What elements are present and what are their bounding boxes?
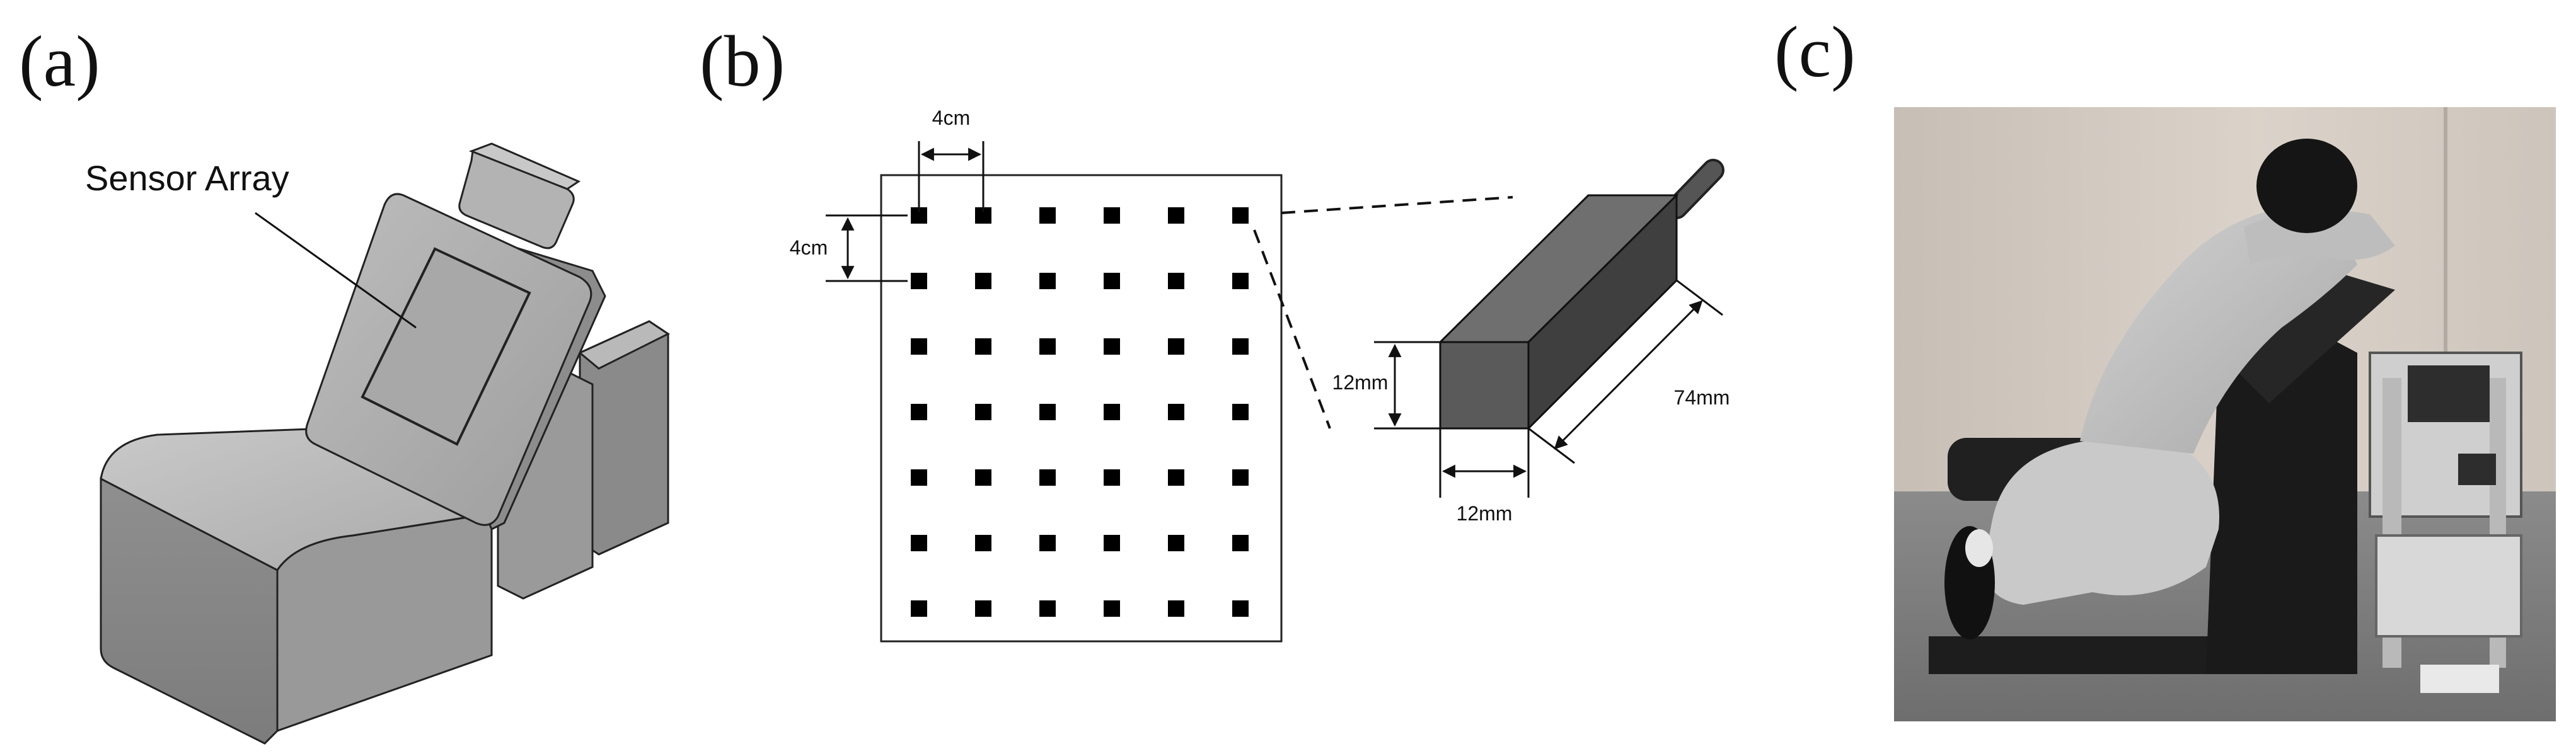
sensor-dot [1232,338,1249,355]
sensor-dot [1232,404,1249,420]
sensor-dot [1232,273,1249,289]
sensor-dot [911,600,927,617]
sensor-dot [1039,469,1056,486]
sensor-dot [1168,404,1184,420]
sensor-dot [911,469,927,486]
sensor-dot [1168,600,1184,617]
sensor-dot [1168,273,1184,289]
sensor-dot [1039,404,1056,420]
sensor-dot [1232,600,1249,617]
sensor-dot [1104,600,1120,617]
sensor-dot [975,404,991,420]
sensor-dot [1168,207,1184,224]
sensor-dot [1168,535,1184,551]
sensor-dot [911,338,927,355]
sensor-height-label: 12mm [1332,371,1389,394]
sensor-dot [1104,338,1120,355]
sensor-dot [975,469,991,486]
sensor-dot [1104,207,1120,224]
sensor-dot [1232,469,1249,486]
sensor-dot [1104,273,1120,289]
sensor-dot [975,273,991,289]
sensor-dot [1039,273,1056,289]
sensor-dot [975,338,991,355]
spacing-vertical-label: 4cm [790,236,828,259]
sensor-dot [1039,600,1056,617]
sensor-dot [1168,338,1184,355]
sensor-element-illustration [1438,159,1724,431]
sensor-dot [975,535,991,551]
sensor-dot [911,404,927,420]
panel-c-label: (c) [1774,12,1856,93]
spacing-horizontal-label: 4cm [932,106,970,129]
sensor-dot [911,535,927,551]
sensor-grid-diagram: 4cm 4cm 12mm 12mm [790,106,1730,643]
sensor-dot [1039,535,1056,551]
sensor-board [880,174,1283,643]
panel-b-label: (b) [700,21,785,102]
chair-model-illustration [100,142,670,745]
subject-photo [1894,107,2556,721]
sensor-dot [1104,469,1120,486]
sensor-array-label: Sensor Array [85,158,289,198]
sensor-dot [975,600,991,617]
sensor-dot [1232,207,1249,224]
sensor-dot [1232,535,1249,551]
sensor-dot [1104,535,1120,551]
sensor-dot [1104,404,1120,420]
sensor-dot [1039,338,1056,355]
sensor-dots [911,207,1249,617]
sensor-leader-line [255,212,417,329]
sensor-length-label: 74mm [1674,386,1730,409]
sensor-dot [1168,469,1184,486]
panel-a-label: (a) [19,21,100,102]
sensor-dot [1039,207,1056,224]
sensor-dot [911,273,927,289]
sensor-width-label: 12mm [1457,502,1513,525]
